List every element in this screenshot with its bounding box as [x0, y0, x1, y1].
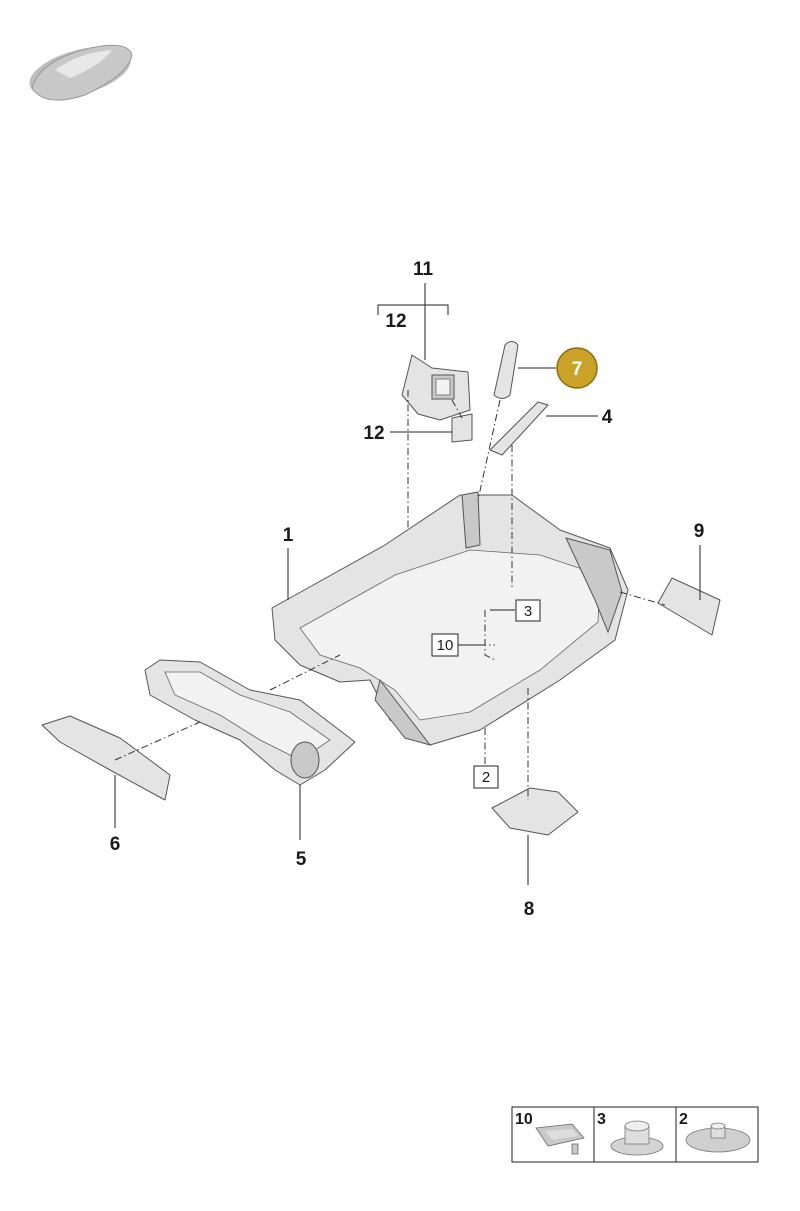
fastener-legend: 10 3 2	[511, 1106, 759, 1163]
callout-12-bracket: 12	[385, 311, 406, 332]
callout-8: 8	[524, 899, 535, 920]
part-12-cover[interactable]	[451, 413, 473, 443]
callout-1: 1	[283, 525, 294, 546]
part-9-side-panel[interactable]	[657, 577, 721, 636]
callout-7: 7	[572, 359, 583, 380]
callout-4: 4	[602, 407, 613, 428]
assembly-lines	[114, 390, 666, 800]
callout-7-highlight[interactable]: 7	[556, 347, 598, 389]
legend-num-2: 2	[679, 1111, 688, 1128]
part-7-strip[interactable]	[493, 341, 519, 399]
part-6-bracket[interactable]	[41, 715, 171, 801]
callout-11: 11	[413, 259, 434, 280]
boxed-ref-3: 3	[515, 599, 541, 622]
disc-fastener-icon	[685, 1122, 751, 1153]
svg-text:2: 2	[482, 769, 490, 786]
legend-num-10: 10	[515, 1111, 533, 1128]
callout-9: 9	[694, 521, 705, 542]
boxed-ref-2: 2	[473, 765, 499, 789]
callout-12: 12	[363, 423, 384, 444]
leader-lines	[114, 283, 701, 885]
part-11-trim-panel[interactable]	[401, 354, 471, 421]
legend-num-3: 3	[597, 1111, 606, 1128]
part-1-floor-carpet[interactable]	[271, 491, 629, 746]
part-4-pad[interactable]	[489, 401, 549, 456]
boxed-ref-10: 10	[431, 633, 459, 657]
clip-cap-icon	[535, 1123, 585, 1155]
vehicle-thumbnail-icon	[29, 44, 133, 101]
svg-text:10: 10	[437, 637, 454, 654]
svg-text:3: 3	[524, 603, 532, 620]
part-5-tunnel-carpet[interactable]	[144, 659, 356, 786]
callout-5: 5	[296, 849, 307, 870]
callout-6: 6	[110, 834, 121, 855]
part-8-insert[interactable]	[491, 787, 579, 836]
push-button-fastener-icon	[610, 1120, 664, 1156]
